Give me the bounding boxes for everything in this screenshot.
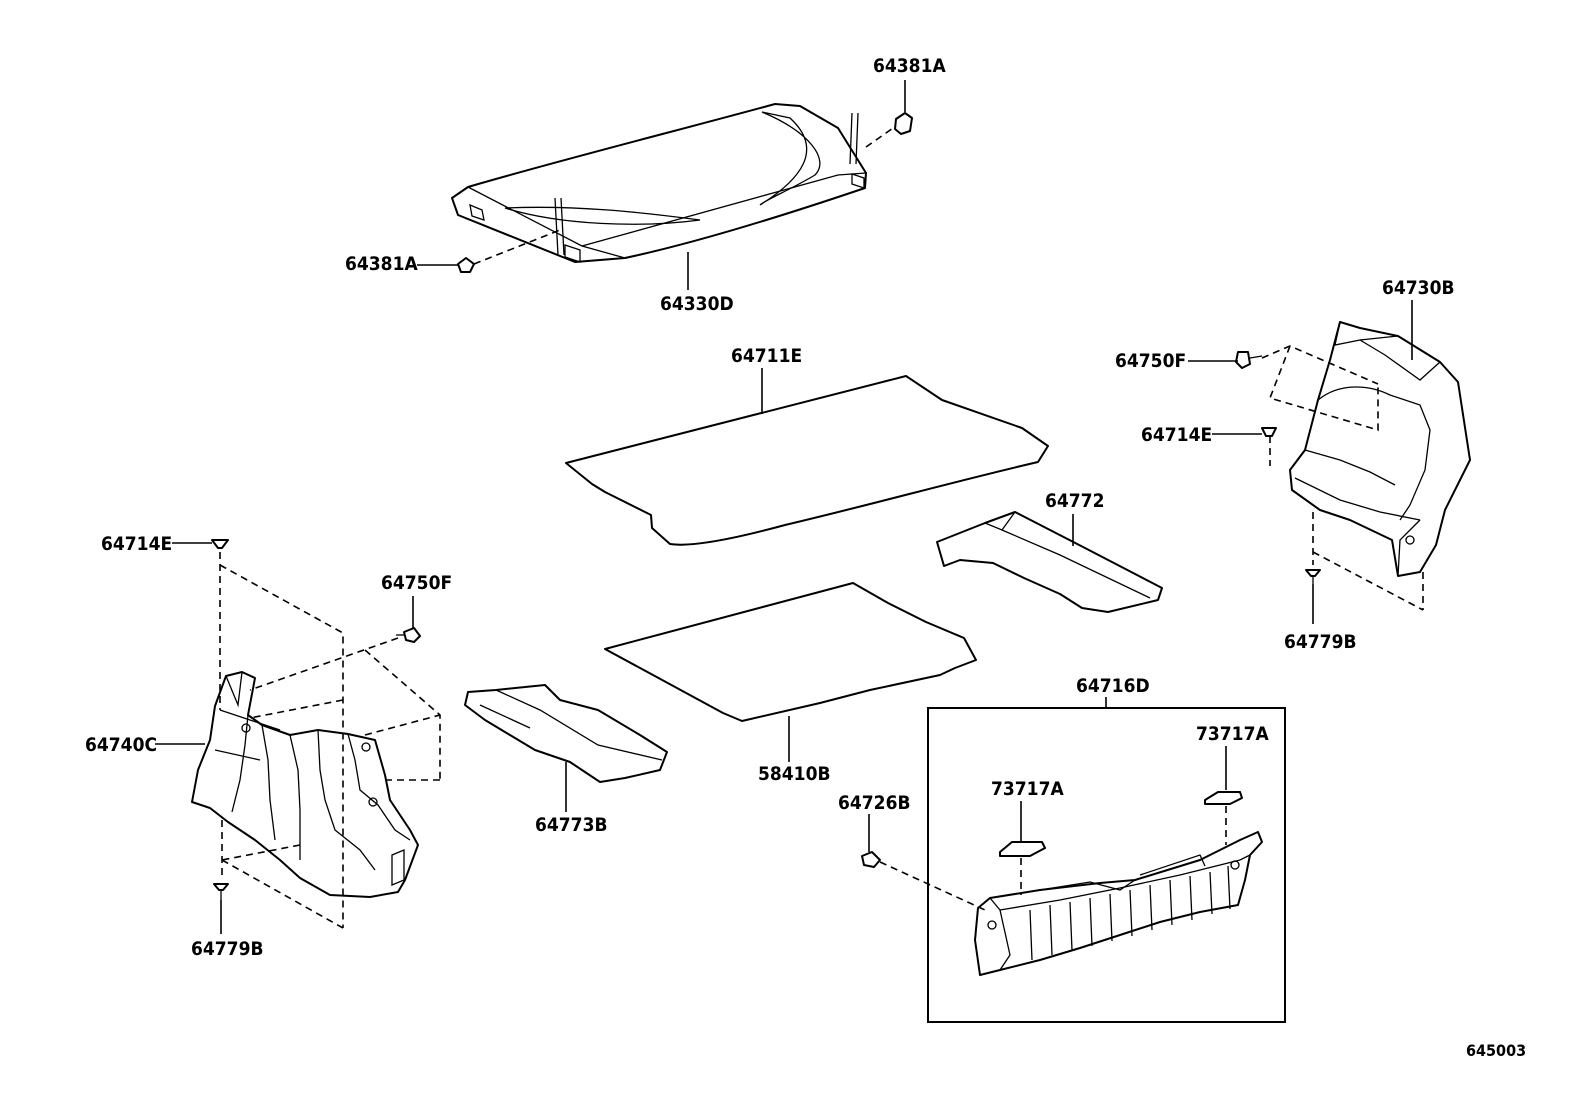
part-number-64750F-right: 64750F — [1115, 350, 1186, 372]
trunk-side-trim-left-drawing — [191, 539, 441, 929]
floor-board-drawing — [604, 582, 977, 722]
part-number-64330D: 64330D — [660, 293, 734, 315]
part-number-73717A-left: 73717A — [991, 778, 1064, 800]
part-number-73717A-right: 73717A — [1196, 723, 1269, 745]
package-tray-trim-drawing — [451, 103, 913, 273]
label-64330D: 64330D — [660, 252, 734, 315]
label-64779B-left: 64779B — [191, 900, 264, 960]
label-64381A-top: 64381A — [873, 55, 946, 112]
part-number-64716D: 64716D — [1076, 675, 1150, 697]
label-64714E-right: 64714E — [1141, 424, 1262, 446]
sill-plate-assembly-box — [927, 707, 1286, 1023]
part-number-64714E-right: 64714E — [1141, 424, 1212, 446]
label-64711E: 64711E — [731, 345, 802, 414]
trunk-side-board-left-drawing — [464, 684, 668, 783]
part-number-64779B-right: 64779B — [1284, 631, 1357, 653]
label-64381A-left: 64381A — [345, 253, 458, 275]
label-58410B: 58410B — [758, 716, 831, 785]
label-64750F-left: 64750F — [381, 572, 452, 628]
part-number-64773B: 64773B — [535, 814, 608, 836]
label-64730B: 64730B — [1382, 277, 1455, 360]
label-64716D: 64716D — [1076, 675, 1150, 708]
part-number-64711E: 64711E — [731, 345, 802, 367]
label-64779B-right: 64779B — [1284, 584, 1357, 653]
floor-mat-drawing — [565, 375, 1049, 546]
label-64740C: 64740C — [85, 734, 205, 756]
trunk-side-board-right-drawing — [936, 511, 1163, 613]
sill-plate-drawing — [861, 791, 1263, 976]
label-64714E-left: 64714E — [101, 533, 212, 555]
part-number-64381A-top: 64381A — [873, 55, 946, 77]
part-number-64750F-left: 64750F — [381, 572, 452, 594]
label-73717A-right: 73717A — [1196, 723, 1269, 790]
label-64772: 64772 — [1045, 490, 1104, 546]
part-number-64772: 64772 — [1045, 490, 1104, 512]
part-number-58410B: 58410B — [758, 763, 831, 785]
part-number-64714E-left: 64714E — [101, 533, 172, 555]
label-64773B: 64773B — [535, 762, 608, 836]
part-number-64740C: 64740C — [85, 734, 157, 756]
part-number-64381A-left: 64381A — [345, 253, 418, 275]
trunk-side-trim-right-drawing — [1235, 321, 1471, 611]
part-number-64730B: 64730B — [1382, 277, 1455, 299]
label-64726B: 64726B — [838, 792, 911, 852]
part-number-64726B: 64726B — [838, 792, 911, 814]
figure-code: 645003 — [1466, 1041, 1526, 1060]
part-number-64779B-left: 64779B — [191, 938, 264, 960]
label-73717A-left: 73717A — [991, 778, 1064, 842]
label-64750F-right: 64750F — [1115, 350, 1238, 372]
